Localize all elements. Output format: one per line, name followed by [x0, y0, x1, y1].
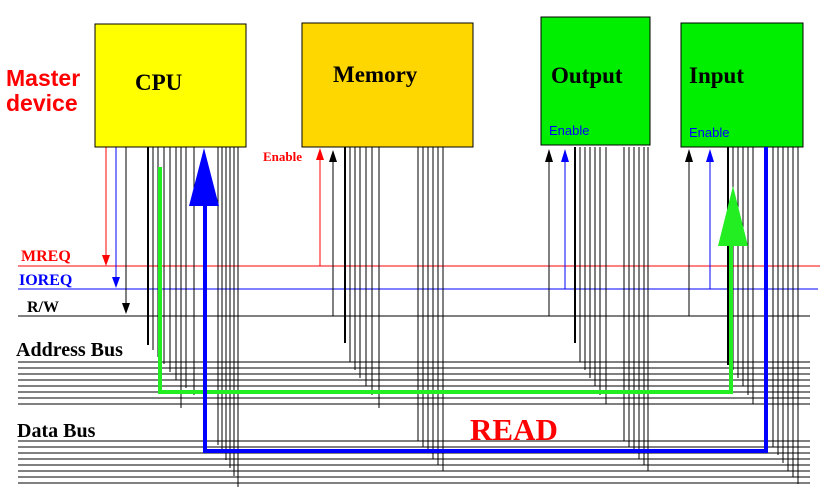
input-enable-label: Enable	[689, 125, 729, 140]
memory-rw-arrow-icon	[329, 150, 337, 162]
input-rw-arrow-icon	[685, 149, 693, 162]
ioreq-arrow-icon	[112, 277, 120, 288]
input-bus-connections	[688, 147, 799, 484]
output-enable-label: Enable	[549, 123, 589, 138]
address-path-arrow-icon	[718, 186, 748, 246]
memory-enable-label: Enable	[263, 149, 302, 164]
address-path	[158, 167, 733, 394]
rw-label: R/W	[27, 299, 59, 316]
address-bus-lines	[18, 361, 810, 405]
cpu-label: CPU	[135, 70, 183, 95]
master-label-line1: Master	[6, 65, 80, 91]
enable-arrows	[316, 148, 714, 289]
memory-enable-arrow-icon	[316, 148, 324, 160]
mreq-arrow-icon	[102, 255, 110, 266]
cpu-box	[94, 23, 247, 148]
master-label-line2: device	[6, 90, 78, 116]
rw-arrow-icon	[122, 303, 130, 314]
ioreq-label: IOREQ	[19, 272, 72, 289]
data-path-arrow-icon	[189, 148, 219, 206]
input-label: Input	[689, 63, 744, 88]
data-bus-lines	[18, 440, 810, 484]
mreq-label: MREQ	[21, 248, 71, 265]
output-box	[540, 16, 651, 146]
memory-bus-connections	[332, 147, 444, 471]
input-enable-arrow-icon	[706, 149, 714, 162]
operation-label: READ	[470, 412, 558, 447]
data-bus-label: Data Bus	[17, 420, 96, 442]
signal-lines	[18, 265, 820, 317]
output-label: Output	[551, 63, 623, 88]
output-bus-connections	[548, 147, 649, 471]
address-bus-label: Address Bus	[16, 339, 123, 361]
control-signal-arrows	[102, 147, 130, 314]
input-box	[680, 22, 804, 148]
output-rw-arrow-icon	[545, 149, 553, 162]
output-enable-arrow-icon	[561, 149, 569, 162]
data-path	[203, 147, 768, 453]
memory-label: Memory	[333, 62, 418, 87]
memory-box	[301, 22, 474, 148]
